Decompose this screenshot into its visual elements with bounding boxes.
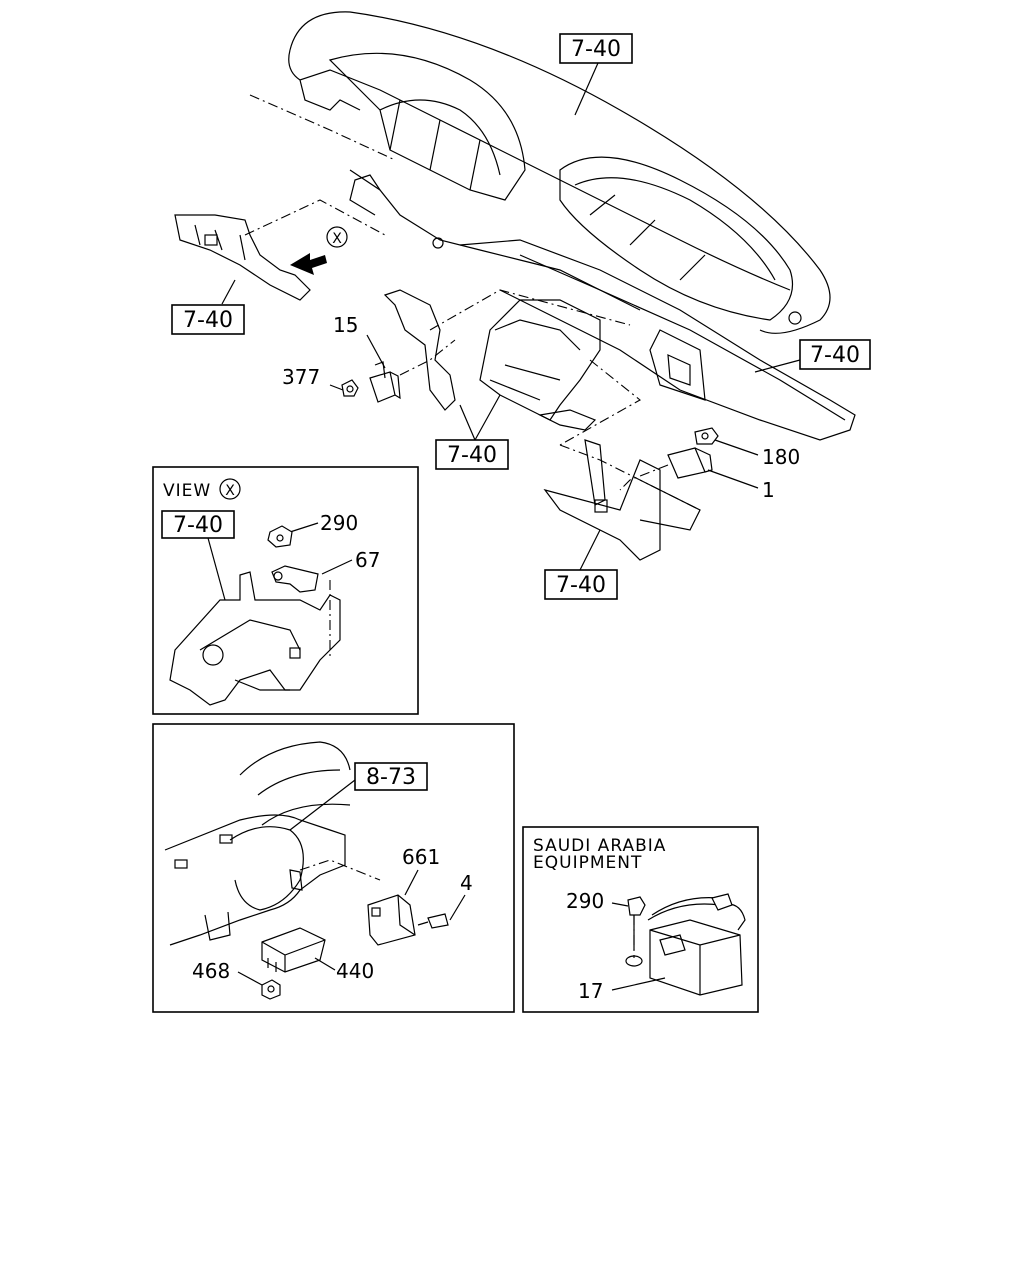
ref-box-left: 7-40 [171,304,245,335]
svg-text:7-40: 7-40 [810,343,860,368]
svg-text:7-40: 7-40 [556,573,606,598]
ref-box-lower: 7-40 [544,569,618,600]
view-x-marker: X [326,226,348,248]
ref-box-center: 7-40 [435,439,509,470]
lower-right-bracket-drawing [543,439,701,561]
label-part-377: 377 [282,365,320,389]
label-part-15: 15 [333,313,358,337]
label-part-17: 17 [578,979,603,1003]
inset-saudi-arabia: SAUDI ARABIA EQUIPMENT 290 17 [522,826,759,1013]
center-bracket-drawing [383,289,641,446]
ref-box-view: 7-40 [173,513,223,538]
inset-title-line-1: SAUDI ARABIA [533,836,666,856]
label-part-4: 4 [460,871,473,895]
label-part-67: 67 [355,548,380,572]
direction-arrow-icon [290,253,327,275]
part-1-drawing [619,427,719,491]
svg-text:7-40: 7-40 [183,308,233,333]
ref-box-8-73: 8-73 [366,765,416,790]
ref-box-top: 7-40 [559,33,633,64]
inset-title-line-2: EQUIPMENT [533,853,642,873]
view-x-inset: VIEW X 7-40 290 67 [152,466,419,715]
svg-text:7-40: 7-40 [447,443,497,468]
main-leader-lines [221,62,801,571]
svg-text:7-40: 7-40 [571,37,621,62]
label-part-468: 468 [192,959,230,983]
part-15-drawing [341,339,456,403]
label-part-290-saudi: 290 [566,889,604,913]
view-marker: X [225,483,235,499]
left-bracket-drawing [174,94,396,301]
view-label: VIEW [163,481,211,501]
label-part-290-view: 290 [320,511,358,535]
label-part-1: 1 [762,478,775,502]
label-part-440: 440 [336,959,374,983]
inset-8-73: 8-73 661 4 440 468 [152,723,515,1013]
ref-box-right: 7-40 [799,339,871,370]
label-part-180: 180 [762,445,800,469]
svg-text:X: X [332,231,342,247]
instrument-panel-drawing [288,11,856,441]
label-part-661: 661 [402,845,440,869]
